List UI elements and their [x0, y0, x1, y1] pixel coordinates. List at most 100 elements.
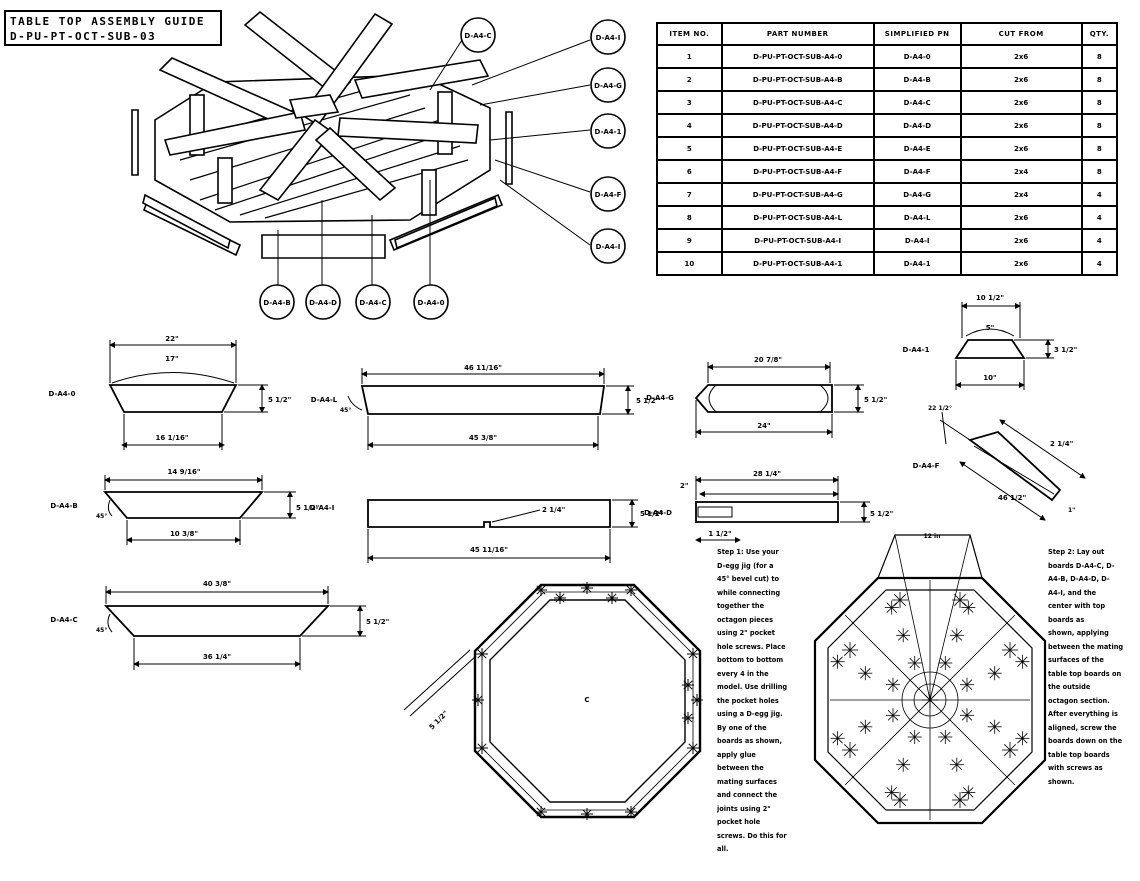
fastener-marker — [949, 757, 964, 772]
angle-text: 45° — [96, 513, 107, 520]
drawing-number: D-PU-PT-OCT-SUB-03 — [10, 30, 157, 43]
table-cell: 4 — [1080, 251, 1119, 276]
part-detail-a4-g — [694, 362, 864, 438]
octagon-center-label: C — [584, 696, 589, 704]
table-cell: 8 — [656, 205, 723, 230]
svg-text:D-A4-C: D-A4-C — [359, 299, 386, 307]
bill-of-materials-table: ITEM NO. PART NUMBER SIMPLIFIED PN CUT F… — [656, 22, 1119, 276]
fastener-marker — [682, 712, 694, 724]
fastener-marker — [581, 808, 593, 820]
svg-text:D-A4-1: D-A4-1 — [595, 128, 622, 136]
part-detail-a4-1 — [954, 302, 1054, 390]
fastener-marker — [884, 600, 899, 615]
part-detail-a4-l — [347, 368, 634, 450]
fastener-marker — [830, 731, 845, 746]
dimension-text: 10" — [983, 374, 996, 382]
part-detail-a4-i — [367, 499, 638, 563]
fastener-marker — [884, 785, 899, 800]
part-label: D-A4-C — [50, 616, 77, 624]
column-header: QTY. — [1080, 22, 1119, 46]
dimension-text: 2 1/4" — [1050, 440, 1073, 448]
title-block: TABLE TOP ASSEMBLY GUIDE D-PU-PT-OCT-SUB… — [4, 10, 222, 46]
fastener-marker — [952, 592, 968, 608]
dimension-text: 5 1/2" — [636, 397, 659, 405]
assembly-step-1-note: Step 1: Use your D-egg jig (for a 45° be… — [717, 548, 788, 853]
fastener-marker — [535, 584, 547, 596]
table-cell: 4 — [656, 113, 723, 138]
part-detail-a4-0 — [108, 340, 268, 450]
dimension-text: 45 3/8" — [469, 434, 497, 442]
callout-leaders — [277, 39, 591, 288]
octagon-assembled-view — [813, 534, 1047, 825]
svg-text:D-A4-F: D-A4-F — [595, 191, 622, 199]
fastener-marker — [476, 648, 488, 660]
dimension-text: 5 1/2" — [296, 504, 319, 512]
fastener-marker — [896, 757, 911, 772]
table-cell: 2x6 — [959, 113, 1083, 138]
drawing-title: TABLE TOP ASSEMBLY GUIDE — [10, 15, 205, 28]
isometric-assembly-view — [131, 10, 513, 259]
part-detail-a4-c — [103, 586, 366, 670]
dimension-text: 46 11/16" — [464, 364, 502, 372]
fastener-markers — [830, 592, 1030, 808]
table-cell: 8 — [1080, 113, 1119, 138]
fastener-marker — [907, 730, 922, 744]
callout-balloon: D-A4-C — [355, 284, 391, 320]
fastener-marker — [1015, 654, 1030, 669]
table-cell: 8 — [1080, 44, 1119, 69]
fastener-marker — [960, 708, 974, 723]
dimension-text: 5 1/2" — [428, 709, 450, 731]
table-cell: D-PU-PT-OCT-SUB-A4-G — [720, 182, 875, 207]
table-cell: 4 — [1080, 228, 1119, 253]
dimension-text: 24" — [757, 422, 770, 430]
dimension-text: 20 7/8" — [754, 356, 782, 364]
fastener-marker — [892, 592, 908, 608]
table-cell: D-PU-PT-OCT-SUB-A4-E — [720, 136, 875, 161]
table-cell: 7 — [656, 182, 723, 207]
table-cell: D-A4-L — [872, 205, 962, 230]
table-cell: D-A4-C — [872, 90, 962, 115]
table-cell: D-A4-E — [872, 136, 962, 161]
table-cell: D-A4-I — [872, 228, 962, 253]
fastener-marker — [938, 656, 953, 670]
fastener-marker — [938, 730, 953, 744]
fastener-marker — [858, 719, 873, 734]
part-label: D-A4-B — [50, 502, 77, 510]
dimension-text: 5 1/2" — [870, 510, 893, 518]
fastener-marker — [907, 656, 922, 670]
table-cell: 2x6 — [959, 67, 1083, 92]
fastener-marker — [625, 806, 637, 818]
table-cell: 8 — [1080, 159, 1119, 184]
table-cell: D-PU-PT-OCT-SUB-A4-B — [720, 67, 875, 92]
assembly-step-2-note: Step 2: Lay out boards D-A4-C, D- A4-B, … — [1048, 548, 1124, 786]
table-cell: 2x6 — [959, 251, 1083, 276]
part-detail-a4-f — [939, 411, 1086, 521]
dimension-text: 1" — [1068, 507, 1075, 514]
table-cell: 2x6 — [959, 205, 1083, 230]
angle-text: 45° — [96, 627, 107, 634]
table-cell: D-PU-PT-OCT-SUB-A4-F — [720, 159, 875, 184]
fastener-marker — [606, 592, 618, 604]
table-cell: 8 — [1080, 67, 1119, 92]
dimension-text: 10 3/8" — [170, 530, 198, 538]
fastener-marker — [581, 582, 593, 594]
dimension-text: 17" — [165, 355, 178, 363]
callout-balloon: D-A4-G — [590, 67, 626, 103]
table-cell: D-PU-PT-OCT-SUB-A4-1 — [720, 251, 875, 276]
dimension-text: 5" — [986, 324, 995, 332]
column-header: SIMPLIFIED PN — [872, 22, 962, 46]
fastener-marker — [535, 806, 547, 818]
fastener-marker — [1015, 731, 1030, 746]
dimension-text: 5 1/2" — [268, 396, 291, 404]
fastener-marker — [554, 592, 566, 604]
fastener-marker — [687, 648, 699, 660]
svg-text:D-A4-B: D-A4-B — [263, 299, 290, 307]
table-cell: 2x6 — [959, 90, 1083, 115]
fastener-marker — [625, 584, 637, 596]
table-cell: D-A4-1 — [872, 251, 962, 276]
svg-text:D-A4-G: D-A4-G — [594, 82, 622, 90]
column-header: CUT FROM — [959, 22, 1083, 46]
